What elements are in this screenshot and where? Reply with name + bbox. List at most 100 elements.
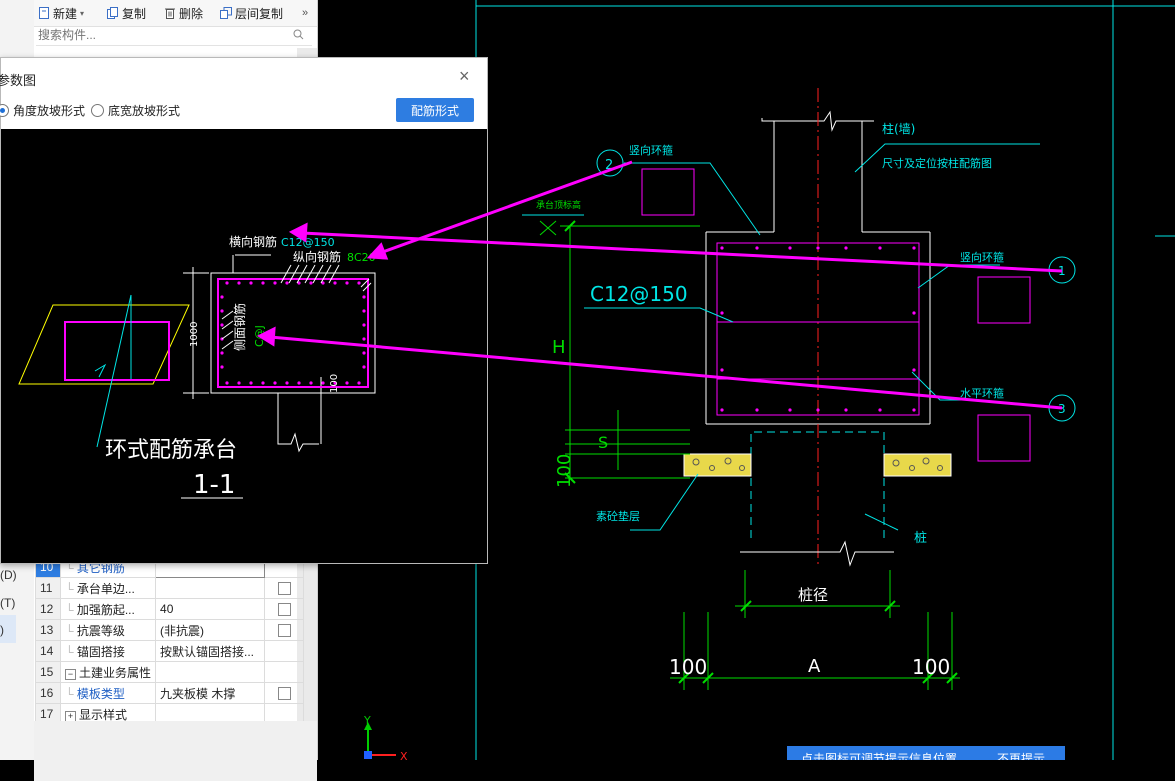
section-diagram: 横向钢筋 C12@150 纵向钢筋 8C20 侧面钢筋 C@J 1000 100…: [1, 129, 487, 563]
property-name-text: 显示样式: [79, 707, 128, 722]
copy-button[interactable]: 复制: [107, 5, 146, 21]
search-icon[interactable]: [293, 29, 304, 40]
rebar-config-button[interactable]: 配筋形式: [396, 98, 474, 122]
delete-button[interactable]: 删除: [164, 5, 203, 21]
hint-dismiss-link[interactable]: 不再提示: [997, 752, 1046, 760]
property-row[interactable]: 14└ 锚固搭接按默认锚固搭接...: [35, 640, 305, 662]
property-name: └ 加强筋起...: [59, 598, 157, 620]
close-icon[interactable]: ×: [459, 66, 470, 86]
property-name-text: 模板类型: [76, 686, 125, 701]
property-value[interactable]: (非抗震): [155, 619, 266, 641]
search-input[interactable]: [36, 27, 290, 43]
cad-cushion-label: 素砼垫层: [596, 509, 640, 523]
property-value[interactable]: 九夹板模 木撑: [155, 682, 266, 704]
property-name-text: 锚固搭接: [76, 644, 125, 659]
toolbar-more-button[interactable]: »: [302, 7, 309, 19]
collapse-icon[interactable]: −: [65, 668, 76, 680]
trash-icon: [165, 8, 175, 19]
cad-vert-hoop-right: 竖向环箍: [960, 250, 1004, 264]
cad-horz-hoop: 水平环箍: [960, 386, 1004, 400]
row-number: 13: [35, 619, 61, 641]
property-row[interactable]: 17+显示样式: [35, 703, 305, 725]
panel-toolbar: 新建 ▾ 复制 删除 层间复制 »: [34, 0, 317, 27]
param-diagram-dialog: 参数图 × 角度放坡形式 底宽放坡形式 配筋形式: [0, 57, 488, 564]
property-panel-footer: [34, 721, 317, 781]
cad-dim-100-left: 100: [554, 454, 575, 488]
transverse-rebar-value: C12@150: [281, 236, 335, 249]
property-name: +显示样式: [59, 703, 157, 725]
property-name-text: 其它钢筋: [76, 560, 125, 575]
longitudinal-rebar-label: 纵向钢筋: [293, 249, 341, 264]
section-svg: 横向钢筋 C12@150 纵向钢筋 8C20 侧面钢筋 C@J 1000 100…: [18, 234, 376, 500]
height-dim: 1000: [189, 322, 200, 347]
property-name-text: 加强筋起...: [76, 602, 135, 617]
property-value[interactable]: [155, 661, 266, 683]
cad-col-note: 尺寸及定位按柱配筋图: [882, 156, 992, 170]
property-checkbox-cell: [264, 598, 305, 620]
tree-line: └: [65, 581, 77, 596]
new-label: 新建: [53, 6, 78, 21]
iso-symbol: [18, 294, 190, 448]
floor-copy-icon: [220, 7, 232, 19]
cad-pile-label: 桩: [914, 531, 927, 546]
copy-icon: [107, 7, 118, 19]
hint-bar[interactable]: 点击图标可调节提示信息位置 不再提示: [787, 746, 1065, 760]
property-checkbox[interactable]: [277, 624, 291, 638]
left-strip-p[interactable]: ): [0, 623, 4, 637]
radio-angle-slope[interactable]: 角度放坡形式: [0, 102, 85, 119]
cad-h-dim: H: [552, 337, 566, 358]
property-name: −土建业务属性: [59, 661, 157, 683]
property-checkbox[interactable]: [277, 687, 291, 701]
expand-icon[interactable]: +: [65, 710, 76, 722]
cad-dim-a: A: [808, 656, 821, 677]
transverse-rebar-label: 横向钢筋: [229, 234, 277, 249]
radio-width-dot[interactable]: [91, 104, 104, 117]
cad-pile-dia: 桩径: [798, 586, 828, 604]
new-icon: [39, 7, 49, 19]
property-checkbox-cell: [264, 661, 305, 683]
delete-label: 删除: [179, 6, 204, 21]
property-value[interactable]: [155, 577, 266, 599]
property-row[interactable]: 11└ 承台单边...: [35, 577, 305, 599]
new-button[interactable]: 新建 ▾: [38, 5, 84, 21]
tree-line: └: [65, 602, 77, 617]
property-row[interactable]: 13└ 抗震等级(非抗震): [35, 619, 305, 641]
section-outline: [183, 254, 376, 453]
property-checkbox-cell: [264, 682, 305, 704]
property-name: └ 锚固搭接: [59, 640, 157, 662]
cad-rebar: C12@150: [590, 282, 688, 306]
property-checkbox[interactable]: [277, 603, 291, 617]
tree-line: └: [65, 623, 77, 638]
row-number: 12: [35, 598, 61, 620]
property-value[interactable]: 40: [155, 598, 266, 620]
floor-copy-button[interactable]: 层间复制: [220, 5, 283, 21]
axis-indicator: Y X: [363, 714, 408, 760]
left-strip-d[interactable]: (D): [0, 568, 17, 582]
cad-cap-top: 承台顶标高: [536, 199, 581, 211]
property-checkbox[interactable]: [277, 582, 291, 596]
property-row[interactable]: 15−土建业务属性: [35, 661, 305, 683]
search-box: [36, 27, 312, 46]
cad-pile: [750, 431, 885, 540]
property-name: └ 承台单边...: [59, 577, 157, 599]
cad-vert-hoop-top: 竖向环箍: [629, 143, 673, 157]
axis-y-label: Y: [363, 714, 371, 727]
property-checkbox-cell: [264, 577, 305, 599]
radio-width-label: 底宽放坡形式: [108, 104, 181, 118]
axis-x-label: X: [400, 750, 408, 760]
property-row[interactable]: 12└ 加强筋起...40: [35, 598, 305, 620]
radio-angle-label: 角度放坡形式: [13, 104, 86, 118]
property-name-text: 抗震等级: [76, 623, 125, 638]
property-name: └ 模板类型: [59, 682, 157, 704]
left-strip-t[interactable]: (T): [0, 596, 16, 610]
property-value[interactable]: 按默认锚固搭接...: [155, 640, 266, 662]
row-number: 11: [35, 577, 61, 599]
radio-width-slope[interactable]: 底宽放坡形式: [91, 102, 180, 119]
cad-marker-2: 2: [605, 158, 613, 173]
radio-angle-dot[interactable]: [0, 104, 9, 117]
new-dropdown-icon[interactable]: ▾: [80, 8, 85, 18]
side-rebar-label: 侧面钢筋: [232, 303, 247, 351]
property-row[interactable]: 16└ 模板类型九夹板模 木撑: [35, 682, 305, 704]
section-caption: 环式配筋承台: [105, 438, 237, 463]
property-name: └ 抗震等级: [59, 619, 157, 641]
